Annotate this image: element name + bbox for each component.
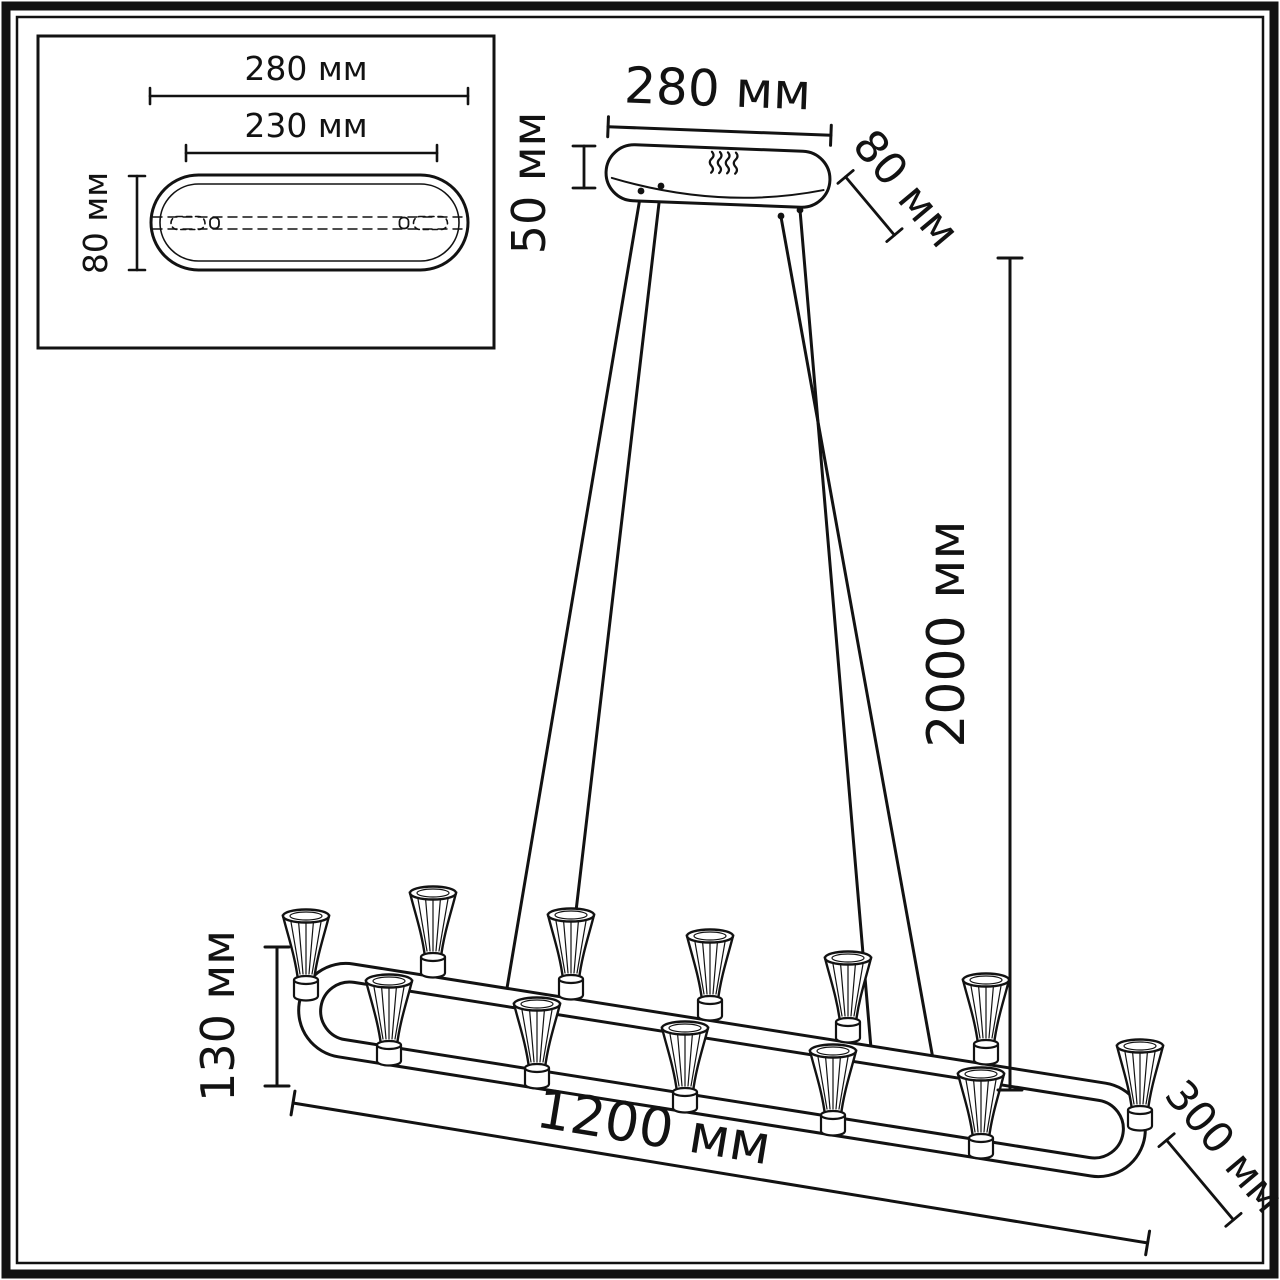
wire-front-left — [503, 190, 643, 1002]
canopy-body — [604, 143, 832, 209]
candle-light — [546, 907, 596, 1001]
wire-anchor-dot — [637, 187, 645, 195]
canopy-width-label: 280 мм — [623, 56, 812, 121]
inset-depth-label: 80 мм — [76, 172, 115, 274]
wire-back-left — [563, 184, 663, 1007]
canopy-height-label: 50 мм — [502, 112, 556, 255]
suspension-length-dim: 2000 мм — [917, 256, 1024, 1092]
candle-light — [823, 950, 873, 1044]
canopy-height-dim: 50 мм — [502, 112, 597, 255]
inset-canopy-outer — [149, 173, 470, 272]
inset-mount-slot-right — [412, 215, 449, 231]
inset-depth-dim — [127, 174, 147, 272]
fixture-depth-dim: 300 мм — [1155, 1070, 1280, 1228]
fixture-height-label: 130 мм — [191, 930, 245, 1102]
inset-top-view: 280 мм 230 мм 80 мм — [36, 34, 496, 350]
inset-mount-hole-left — [209, 216, 220, 230]
inset-mount-hole-right — [398, 216, 410, 230]
suspension-wires — [503, 184, 937, 1072]
ceiling-canopy — [604, 143, 832, 220]
wire-anchor-dot — [777, 212, 785, 220]
candle-light — [685, 928, 735, 1022]
terminal-screw-icon — [732, 151, 739, 175]
wire-anchor-dot — [657, 182, 665, 190]
inset-canopy-outline — [149, 173, 470, 272]
inner-frame-border — [15, 15, 1265, 1265]
inset-mount-spacing-dim — [184, 143, 439, 163]
wire-anchor-dot — [796, 206, 804, 214]
canopy-width-dim: 280 мм — [606, 56, 833, 147]
wire-front-right — [779, 215, 937, 1072]
inset-canopy-inner — [159, 183, 460, 262]
fixture-height-dim: 130 мм — [191, 930, 291, 1102]
terminal-screw-icon — [724, 151, 731, 175]
candle-light — [408, 885, 458, 979]
suspension-length-label: 2000 мм — [917, 520, 977, 747]
wire-back-right — [798, 208, 874, 1062]
inset-mount-slot-left — [170, 215, 206, 231]
canopy-depth-label: 80 мм — [843, 120, 970, 257]
candle-light — [961, 972, 1011, 1066]
inset-outer-width-dim — [148, 86, 470, 106]
canopy-depth-dim: 80 мм — [836, 120, 970, 258]
terminal-screw-icon — [716, 150, 723, 175]
terminal-screw-icon — [708, 150, 715, 174]
inset-outer-width-label: 280 мм — [244, 49, 367, 88]
canopy-bottom-edge — [610, 176, 825, 199]
inset-mount-spacing-label: 230 мм — [244, 106, 367, 145]
